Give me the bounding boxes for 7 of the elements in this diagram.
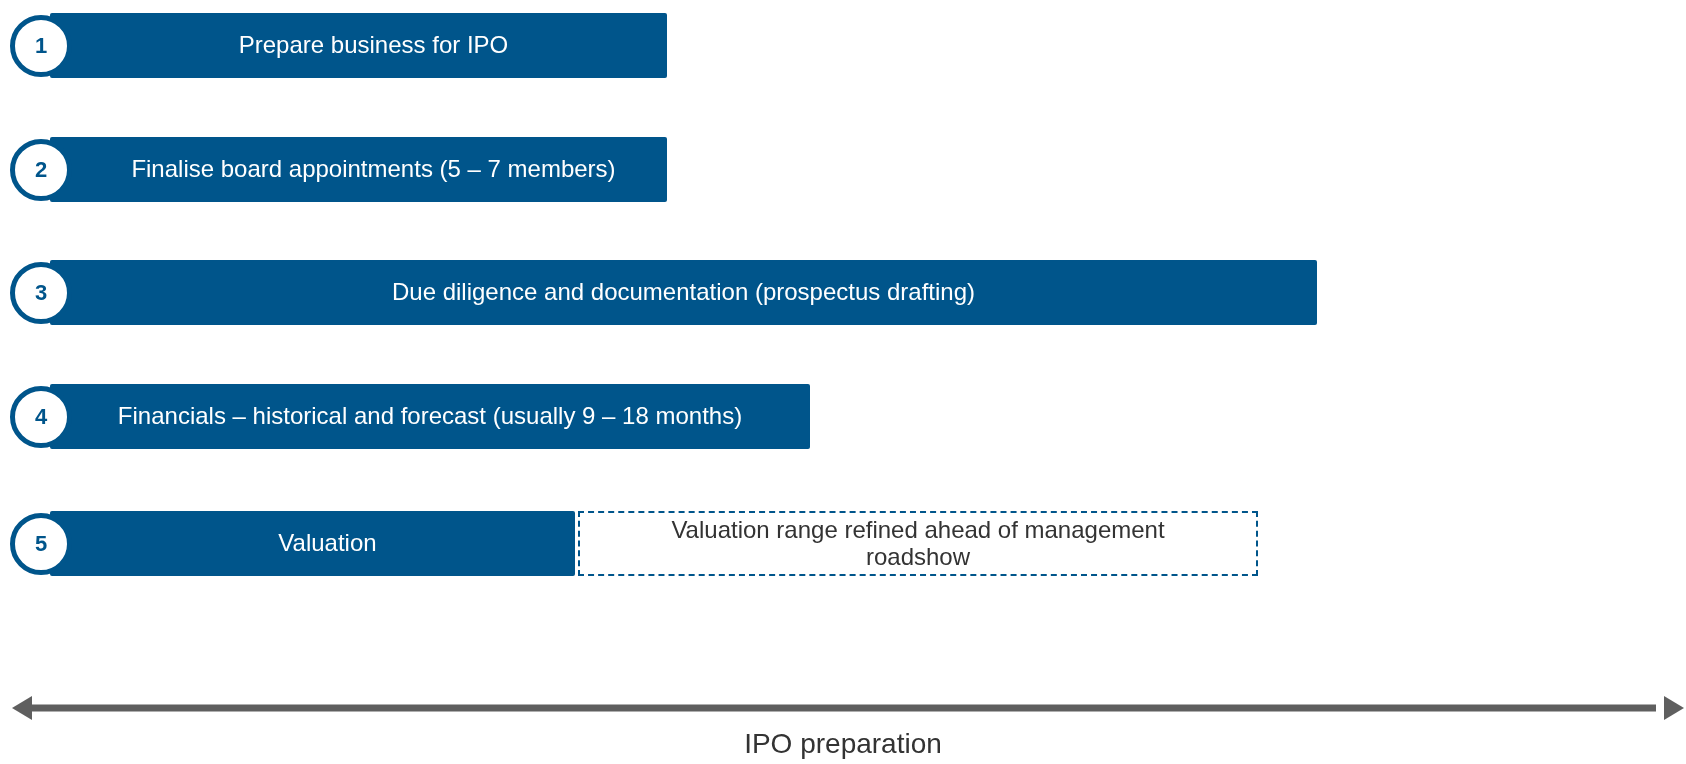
dashed-task-box: Valuation range refined ahead of management roadshow (578, 511, 1258, 576)
task-bar: Due diligence and documentation (prospectus drafting) (50, 260, 1317, 325)
task-bar: Finalise board appointments (5 – 7 members) (50, 137, 667, 202)
task-bar: Valuation (50, 511, 575, 576)
task-bar: Prepare business for IPO (50, 13, 667, 78)
axis-label: IPO preparation (743, 728, 943, 760)
task-bar: Financials – historical and forecast (usually 9 – 18 months) (50, 384, 810, 449)
